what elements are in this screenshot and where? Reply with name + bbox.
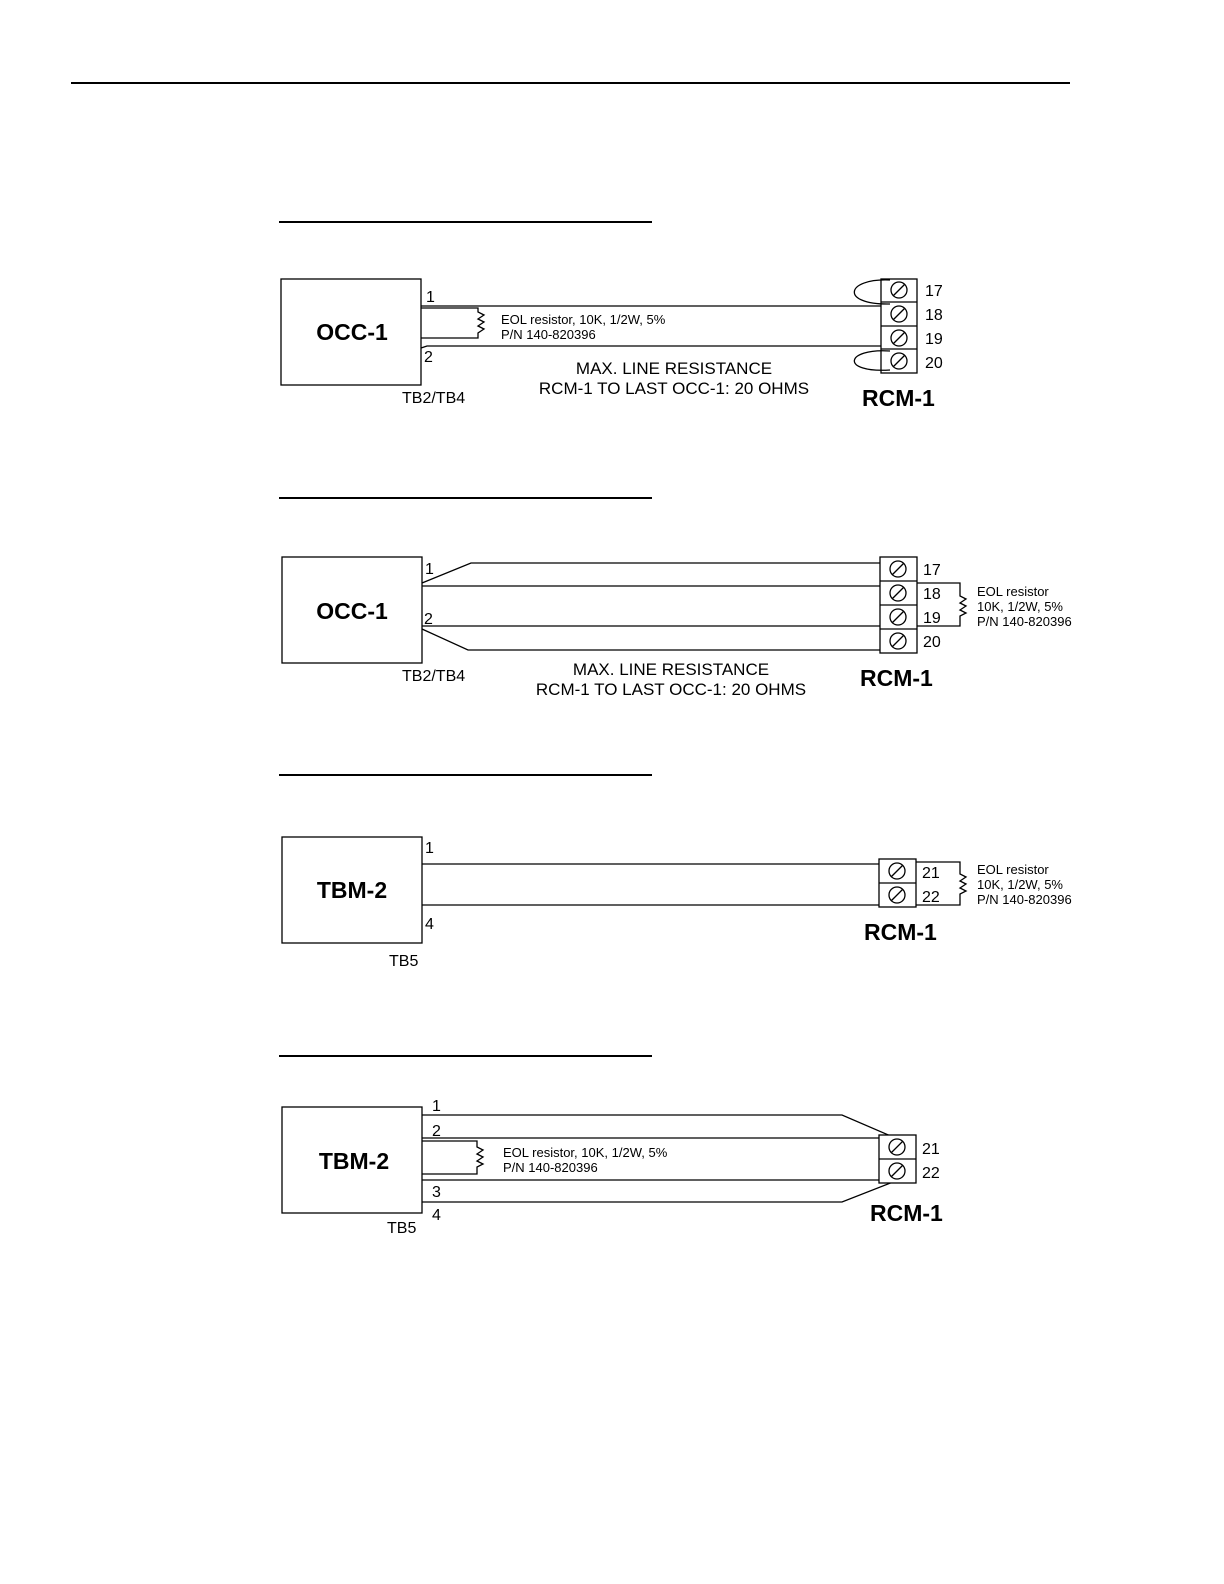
- diagram-3-terminal-block: TB5: [389, 953, 418, 970]
- diagram-4-pin-3: 3: [432, 1184, 441, 1201]
- diagram-3-eol-resistor: [916, 861, 968, 906]
- diagram-3-resistor-note-3: P/N 140-820396: [977, 892, 1072, 907]
- diagram-1-resistor-note-1: EOL resistor, 10K, 1/2W, 5%: [501, 312, 666, 327]
- diagram-1-eol-resistor: [421, 307, 486, 339]
- diagram-2-pin-2: 2: [424, 611, 433, 628]
- diagram-2-eol-resistor: [917, 582, 968, 627]
- diagram-1-terminal-17: 17: [925, 283, 943, 300]
- diagram-3-device-name: TBM-2: [317, 877, 387, 903]
- diagram-2-terminal-19: 19: [923, 610, 941, 627]
- diagram-3-resistor-note-1: EOL resistor: [977, 862, 1049, 877]
- diagram-3: TBM-2 TB5 1 4 21 22 EOL resistor 10K, 1/…: [279, 774, 1072, 970]
- diagram-2-wire-17: [421, 562, 881, 584]
- diagram-3-terminal-22: 22: [922, 889, 940, 906]
- diagram-1-resistance-note-1: MAX. LINE RESISTANCE: [576, 359, 772, 378]
- diagram-2-rcm-label: RCM-1: [860, 665, 933, 691]
- diagram-1-resistor-note-2: P/N 140-820396: [501, 327, 596, 342]
- diagram-2-resistance-note-1: MAX. LINE RESISTANCE: [573, 660, 769, 679]
- diagram-2-wire-20: [421, 628, 881, 651]
- diagram-3-device-box: [281, 836, 423, 944]
- diagram-4-resistor-note-1: EOL resistor, 10K, 1/2W, 5%: [503, 1145, 668, 1160]
- diagram-4-device-box: [281, 1106, 423, 1214]
- diagram-1-terminal-18: 18: [925, 307, 943, 324]
- diagram-4-pin-4: 4: [432, 1207, 441, 1224]
- diagram-3-terminal-21: 21: [922, 865, 940, 882]
- diagram-2: OCC-1 TB2/TB4 1 2 17 18 19 20 EOL resist…: [279, 497, 1072, 699]
- diagram-4-eol-resistor: [422, 1140, 485, 1175]
- diagram-2-resistor-note-1: EOL resistor: [977, 584, 1049, 599]
- diagram-1-jumper-19-20: [853, 350, 891, 371]
- diagram-3-terminal-screws: [888, 862, 906, 904]
- diagram-2-device-name: OCC-1: [316, 598, 388, 624]
- diagram-4-wire-1: [422, 1114, 894, 1138]
- diagram-1-terminal-screws: [890, 281, 908, 370]
- diagram-1-resistance-note-2: RCM-1 TO LAST OCC-1: 20 OHMS: [539, 379, 809, 398]
- diagram-4-rcm-label: RCM-1: [870, 1200, 943, 1226]
- diagram-1-device-name: OCC-1: [316, 319, 388, 345]
- diagram-3-rcm-label: RCM-1: [864, 919, 937, 945]
- diagram-4-terminal-22: 22: [922, 1165, 940, 1182]
- diagram-2-terminal-20: 20: [923, 634, 941, 651]
- diagram-1-pin-1: 1: [426, 289, 435, 306]
- diagram-1-rcm-label: RCM-1: [862, 385, 935, 411]
- diagram-1-pin-2: 2: [424, 349, 433, 366]
- diagram-1: OCC-1 TB2/TB4 1 2 EOL resistor, 10K, 1/2…: [279, 221, 943, 411]
- diagram-4-terminal-21: 21: [922, 1141, 940, 1158]
- diagram-1-terminal-20: 20: [925, 355, 943, 372]
- diagram-1-terminal-19: 19: [925, 331, 943, 348]
- diagram-2-device-box: [281, 556, 423, 664]
- diagram-1-terminal-block: TB2/TB4: [402, 390, 465, 407]
- diagram-1-wire-bottom: [420, 345, 881, 349]
- diagram-2-resistance-note-2: RCM-1 TO LAST OCC-1: 20 OHMS: [536, 680, 806, 699]
- diagram-2-terminal-18: 18: [923, 586, 941, 603]
- diagram-1-jumper-17-18: [853, 279, 891, 305]
- diagram-4-pin-2: 2: [432, 1123, 441, 1140]
- diagram-2-terminal-screws: [889, 560, 907, 650]
- diagram-3-pin-1: 1: [425, 840, 434, 857]
- diagram-4-wire-4: [422, 1181, 894, 1203]
- diagram-3-resistor-note-2: 10K, 1/2W, 5%: [977, 877, 1063, 892]
- diagram-2-terminal-17: 17: [923, 562, 941, 579]
- diagram-4: TBM-2 TB5 1 2 3 4 EOL resistor, 10K, 1/2…: [279, 1055, 943, 1237]
- diagram-4-pin-1: 1: [432, 1098, 441, 1115]
- diagram-4-resistor-note-2: P/N 140-820396: [503, 1160, 598, 1175]
- diagram-3-pin-4: 4: [425, 916, 434, 933]
- diagram-2-pin-1: 1: [425, 561, 434, 578]
- diagram-2-resistor-note-3: P/N 140-820396: [977, 614, 1072, 629]
- diagram-1-device-box: [280, 278, 422, 386]
- diagram-4-terminal-screws: [888, 1138, 906, 1180]
- diagram-2-terminal-block: TB2/TB4: [402, 668, 465, 685]
- diagram-4-terminal-block: TB5: [387, 1220, 416, 1237]
- diagram-4-device-name: TBM-2: [319, 1148, 389, 1174]
- diagram-2-resistor-note-2: 10K, 1/2W, 5%: [977, 599, 1063, 614]
